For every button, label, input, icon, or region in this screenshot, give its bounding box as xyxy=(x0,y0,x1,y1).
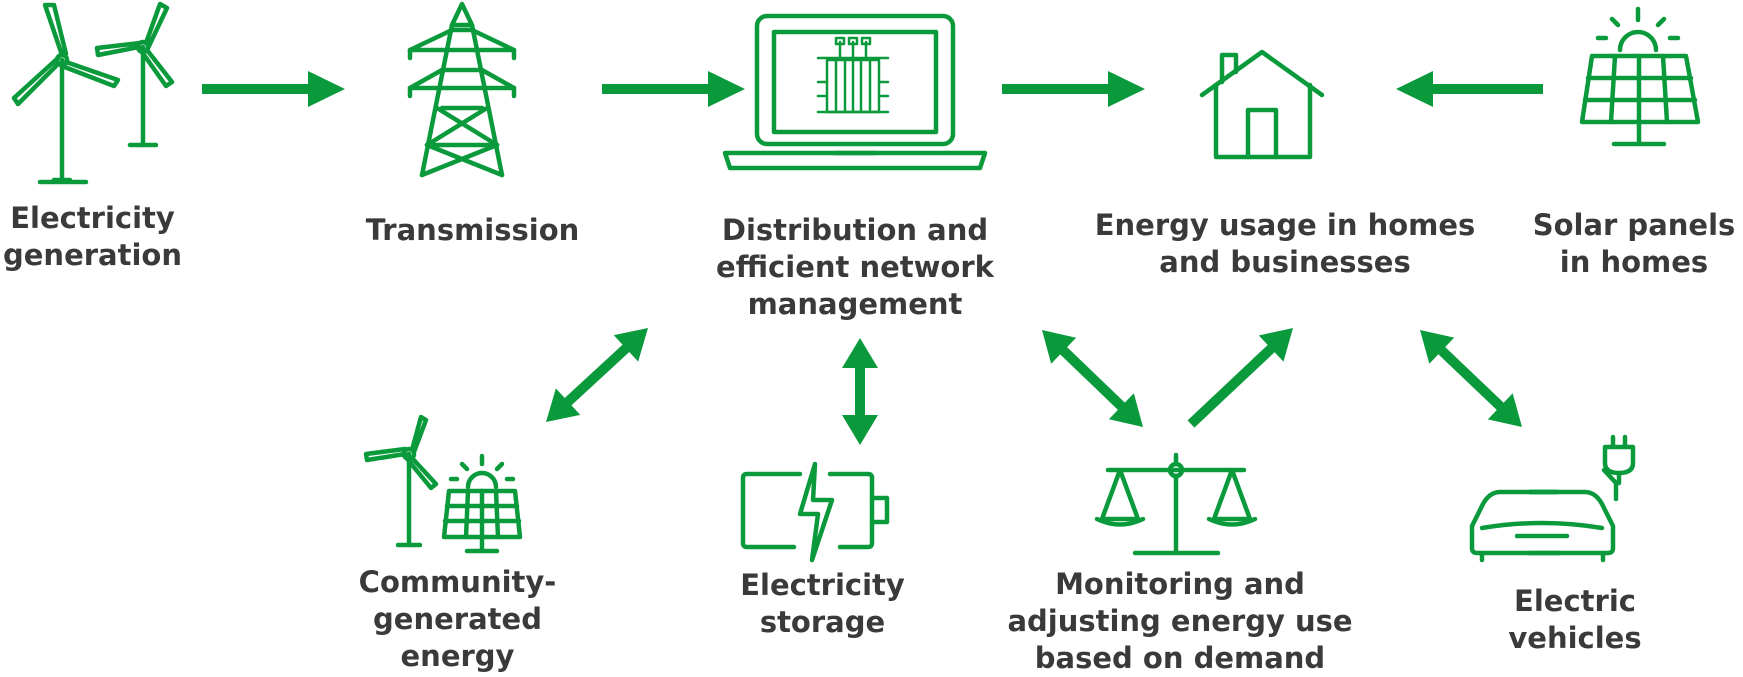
arrow-usage-ev xyxy=(1420,330,1522,427)
arrow-monitoring-to-usage xyxy=(1187,328,1293,428)
battery-icon xyxy=(740,461,890,563)
label-ev: Electric vehicles xyxy=(1508,584,1642,655)
electric-car-icon xyxy=(1469,434,1636,563)
label-solar: Solar panels in homes xyxy=(1532,208,1736,279)
transformer-icon xyxy=(816,36,890,114)
balance-scale-icon xyxy=(1094,452,1258,556)
solar-panel-icon xyxy=(1579,6,1701,147)
arrow-distribution-monitoring xyxy=(1042,330,1143,427)
wind-turbines-icon xyxy=(11,1,175,185)
arrow-solar-to-usage xyxy=(1396,71,1543,107)
arrow-generation-to-transmission xyxy=(202,71,345,107)
arrow-transmission-to-distribution xyxy=(602,71,745,107)
label-monitoring: Monitoring and adjusting energy use base… xyxy=(1007,567,1353,675)
label-usage: Energy usage in homes and businesses xyxy=(1094,208,1476,279)
arrow-distribution-to-usage xyxy=(1002,71,1145,107)
wind-solar-icon xyxy=(363,414,523,554)
arrow-community-distribution xyxy=(546,328,648,422)
label-transmission: Transmission xyxy=(365,213,580,247)
house-icon xyxy=(1199,49,1325,160)
laptop-transformer-icon xyxy=(722,13,988,171)
transmission-tower-icon xyxy=(407,1,517,178)
label-distribution: Distribution and efficient network manag… xyxy=(716,213,994,321)
arrow-storage-distribution xyxy=(842,338,878,445)
label-storage: Electricity storage xyxy=(740,568,905,639)
label-community: Community- generated energy xyxy=(358,565,557,673)
label-generation: Electricity generation xyxy=(3,201,182,272)
